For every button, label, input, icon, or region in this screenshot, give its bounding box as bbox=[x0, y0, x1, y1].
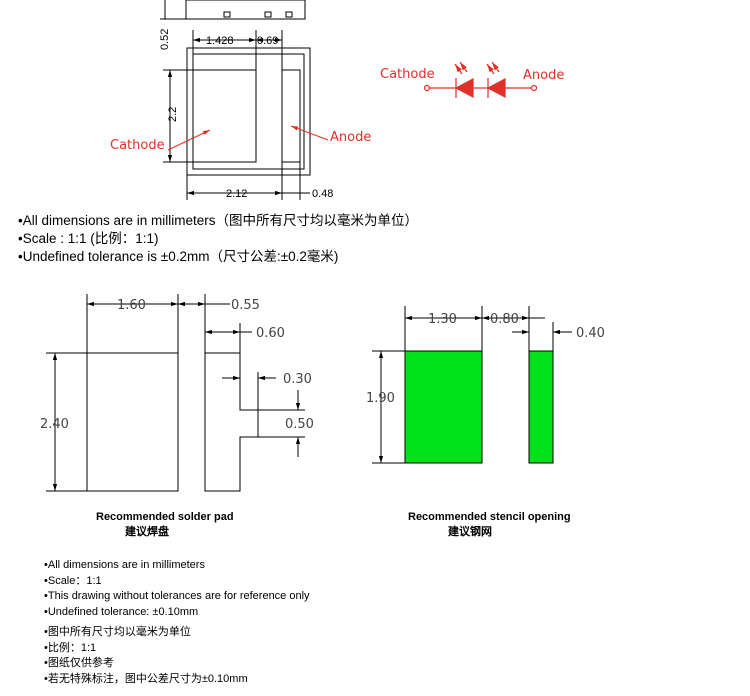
anode-pointer: Anode bbox=[290, 125, 371, 145]
anode-label: Anode bbox=[330, 130, 371, 145]
stencil-dim-0.80: 0.80 bbox=[490, 312, 519, 327]
note-line: •All dimensions are in millimeters bbox=[44, 559, 205, 571]
dim-0.52: 0.52 bbox=[159, 29, 171, 50]
stencil-opening-anode bbox=[528, 350, 554, 464]
stencil-caption-cn: 建议钢网 bbox=[448, 524, 492, 538]
note-line: •Undefined tolerance: ±0.10mm bbox=[44, 605, 199, 618]
pad-dim-0.50: 0.50 bbox=[285, 417, 314, 432]
pad-dim-0.60: 0.60 bbox=[256, 326, 285, 341]
note-line: •This drawing without tolerances are for… bbox=[44, 590, 310, 602]
note-line: •Scale : 1:1 (比例：1:1) bbox=[18, 231, 159, 246]
note-line: •All dimensions are in millimeters（图中所有尺… bbox=[18, 213, 419, 228]
note-line: •若无特殊标注，图中公差尺寸为±0.10mm bbox=[44, 672, 248, 685]
stencil-caption-en: Recommended stencil opening bbox=[408, 511, 571, 523]
dim-1.428: 1.428 bbox=[206, 35, 234, 47]
solder-pad-caption-cn: 建议焊盘 bbox=[125, 524, 169, 538]
note-line: •比例：1:1 bbox=[44, 641, 97, 654]
note-line: •图中所有尺寸均以毫米为单位 bbox=[44, 626, 191, 638]
symbol-anode-label: Anode bbox=[523, 68, 564, 83]
stencil-dim-1.30: 1.30 bbox=[428, 312, 457, 327]
notes-bottom: •All dimensions are in millimeters •Scal… bbox=[44, 558, 310, 687]
notes-top: •All dimensions are in millimeters（图中所有尺… bbox=[18, 212, 418, 266]
symbol-cathode-label: Cathode bbox=[380, 67, 435, 82]
stencil-drawing bbox=[372, 306, 572, 464]
package-side-view bbox=[160, 0, 306, 20]
dim-2.12: 2.12 bbox=[226, 188, 247, 200]
diode-symbol bbox=[423, 61, 538, 98]
stencil-dim-1.90: 1.90 bbox=[366, 391, 395, 406]
pad-dim-1.60: 1.60 bbox=[117, 298, 146, 313]
pad-dim-0.55: 0.55 bbox=[231, 298, 260, 313]
note-line: •图纸仅供参考 bbox=[44, 657, 114, 669]
dim-0.69: 0.69 bbox=[257, 35, 278, 47]
note-line: •Scale：1:1 bbox=[44, 574, 102, 587]
stencil-dim-0.40: 0.40 bbox=[576, 326, 605, 341]
dim-0.48: 0.48 bbox=[312, 188, 333, 200]
pad-dim-0.30: 0.30 bbox=[283, 372, 312, 387]
note-line: •Undefined tolerance is ±0.2mm（尺寸公差:±0.2… bbox=[18, 249, 339, 264]
solder-pad-caption-en: Recommended solder pad bbox=[96, 511, 234, 523]
cathode-label: Cathode bbox=[110, 138, 165, 153]
dim-2.2: 2.2 bbox=[167, 107, 179, 122]
package-top-view bbox=[163, 30, 311, 200]
pad-dim-2.40: 2.40 bbox=[40, 417, 69, 432]
solder-pad-drawing bbox=[46, 294, 305, 492]
stencil-opening-cathode bbox=[404, 350, 483, 464]
cathode-pointer: Cathode bbox=[110, 129, 211, 153]
